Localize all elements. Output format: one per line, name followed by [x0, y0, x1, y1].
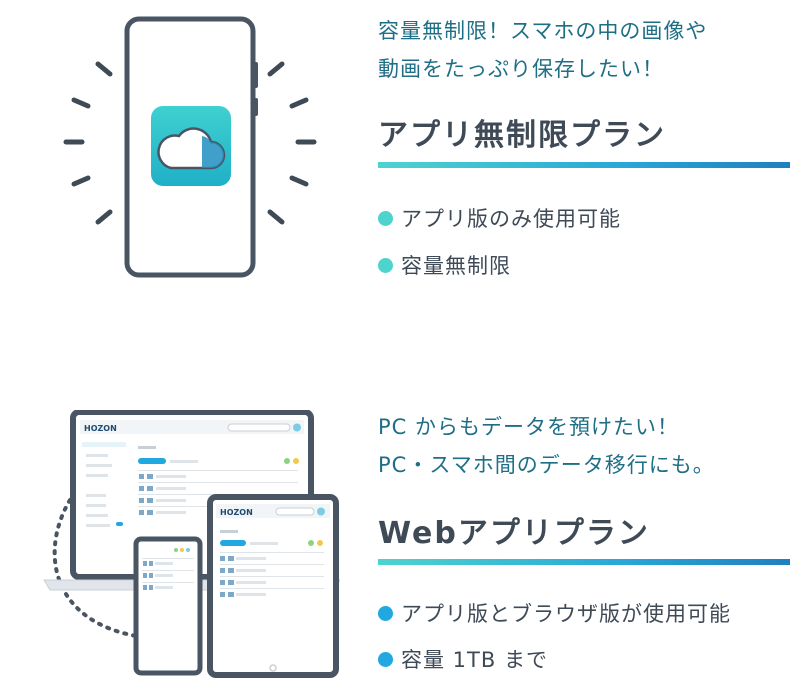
web-plan-title-underline: [378, 559, 790, 565]
app-plan-feature-1: アプリ版のみ使用可能: [378, 203, 621, 233]
bullet-dot-icon: [378, 605, 393, 621]
feature-label: アプリ版とブラウザ版が使用可能: [401, 602, 731, 626]
web-plan-tagline-line2: PC・スマホ間のデータ移行にも。: [378, 453, 715, 477]
feature-label: 容量 1TB まで: [401, 648, 548, 672]
web-plan-title: Webアプリプラン: [378, 516, 650, 551]
web-plan-feature-1: アプリ版とブラウザ版が使用可能: [378, 598, 731, 628]
bullet-dot-icon: [378, 257, 393, 273]
cloud-icon: [157, 127, 226, 170]
feature-label: 容量無制限: [401, 254, 511, 278]
bullet-dot-icon: [378, 651, 393, 667]
laptop-app-logo: HOZON: [84, 424, 117, 433]
web-plan-section: HOZON: [0, 400, 808, 695]
web-plan-tagline-line1: PC からもデータを預けたい！: [378, 415, 680, 439]
web-plan-text: PC からもデータを預けたい！ PC・スマホ間のデータ移行にも。: [378, 408, 715, 484]
app-plan-title-underline: [378, 162, 790, 168]
web-plan-title-block: Webアプリプラン: [378, 516, 790, 565]
app-plan-text: 容量無制限！スマホの中の画像や 動画をたっぷり保存したい！: [378, 12, 707, 88]
tablet-app-logo: HOZON: [220, 508, 253, 517]
app-plan-feature-2: 容量無制限: [378, 250, 511, 280]
app-plan-title-block: アプリ無制限プラン: [378, 118, 790, 168]
app-plan-title: アプリ無制限プラン: [378, 118, 666, 153]
web-plan-feature-2: 容量 1TB まで: [378, 644, 548, 674]
feature-label: アプリ版のみ使用可能: [401, 207, 621, 231]
app-plan-section: 容量無制限！スマホの中の画像や 動画をたっぷり保存したい！ アプリ無制限プラン …: [0, 0, 808, 340]
bullet-dot-icon: [378, 210, 393, 226]
smartphone-device: [133, 536, 203, 676]
app-plan-tagline-line1: 容量無制限！スマホの中の画像や: [378, 19, 708, 43]
app-plan-tagline-line2: 動画をたっぷり保存したい！: [378, 57, 664, 81]
ray-lines: [63, 61, 317, 225]
tablet-device: HOZON: [207, 494, 339, 678]
multi-device-illustration: HOZON: [43, 410, 340, 678]
phone-cloud-illustration: [63, 16, 317, 278]
